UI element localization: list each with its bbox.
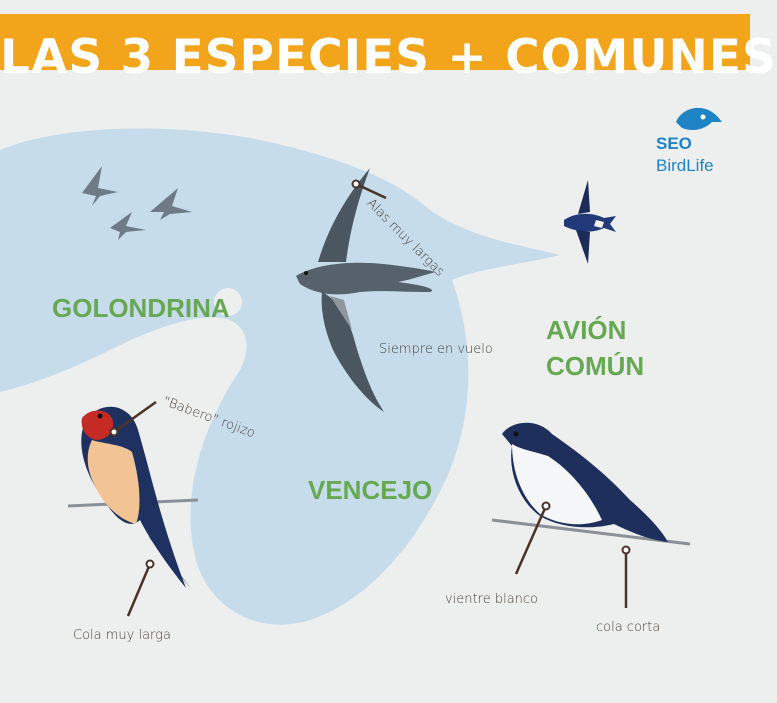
- title-banner: LAS 3 ESPECIES + COMUNES: [0, 14, 776, 85]
- logo-text-seo: SEO: [656, 134, 692, 153]
- line-babero: [113, 400, 157, 434]
- note-vientre-blanco: vientre blanco: [445, 592, 538, 607]
- line-alas: [355, 182, 387, 200]
- line-cola-larga: [126, 563, 152, 617]
- note-cola-corta: cola corta: [596, 620, 661, 635]
- species-label-avion-line1: AVIÓN: [546, 315, 627, 345]
- barn-swallow-perched-icon: [67, 406, 199, 590]
- annotation-dots: [109, 179, 631, 569]
- logo-text-birdlife: BirdLife: [656, 156, 714, 175]
- page-title: LAS 3 ESPECIES + COMUNES: [0, 30, 777, 85]
- species-label-vencejo: VENCEJO: [308, 475, 433, 505]
- seo-birdlife-logo: SEO BirdLife: [650, 104, 730, 184]
- swallow-flock-icon: [82, 166, 192, 240]
- species-label-golondrina: GOLONDRINA: [52, 293, 230, 323]
- note-siempre-en-vuelo: Siempre en vuelo: [379, 342, 493, 357]
- seo-birdlife-logo-icon: [676, 107, 722, 130]
- swift-icon: [296, 168, 436, 412]
- background-bird-silhouette: [0, 128, 560, 625]
- house-martin-perched-icon: [491, 422, 691, 546]
- species-label-avion-line2: COMÚN: [546, 351, 645, 381]
- silhouette-eye: [214, 288, 242, 316]
- house-martin-flying-icon: [564, 180, 616, 264]
- species-label-avion-comun: AVIÓN COMÚN: [546, 312, 644, 384]
- infographic: LAS 3 ESPECIES + COMUNES SEO BirdLife GO…: [0, 14, 776, 643]
- note-cola-muy-larga: Cola muy larga: [73, 628, 171, 643]
- line-vientre: [514, 505, 548, 575]
- illustration-canvas: [0, 107, 722, 625]
- annotation-lines: [113, 182, 628, 617]
